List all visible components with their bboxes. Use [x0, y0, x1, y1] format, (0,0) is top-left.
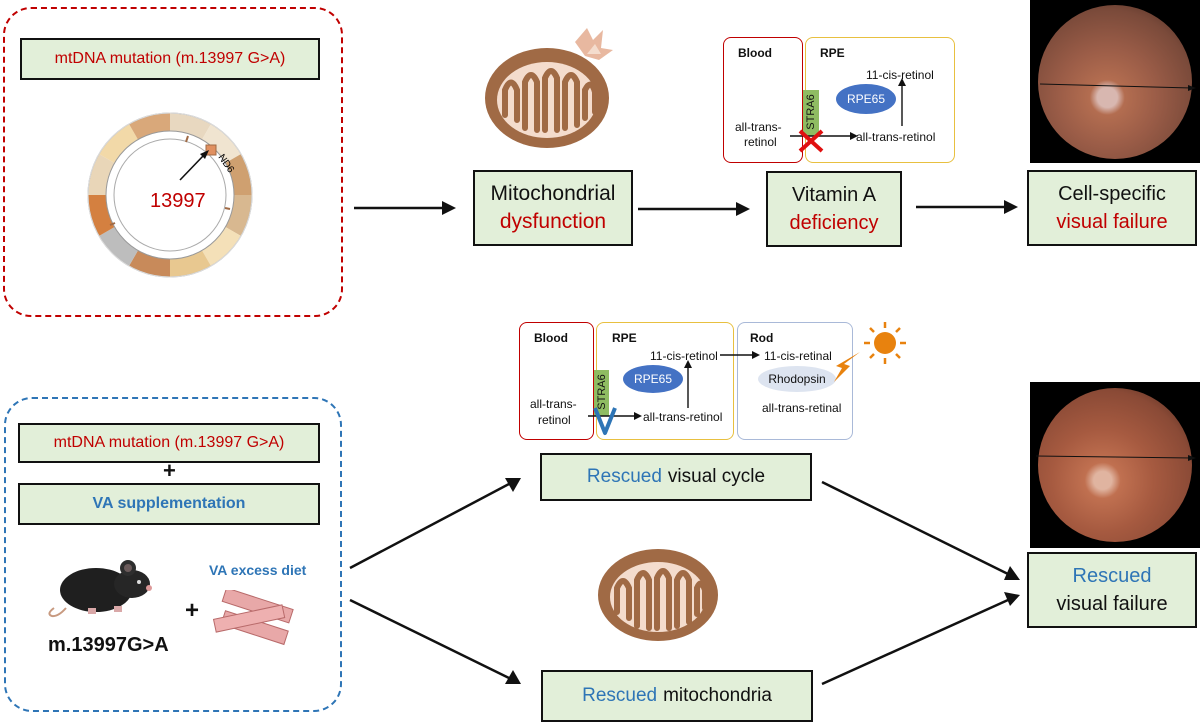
- fundus-photo: [1030, 0, 1200, 163]
- top-mutation-label: mtDNA mutation (m.13997 G>A): [54, 50, 286, 67]
- arrow-rescue-to-failure: [821, 480, 1020, 686]
- va-diet-label: VA excess diet: [209, 562, 307, 578]
- rescued-mito-rest: mitochondria: [663, 685, 772, 706]
- cell-failure-line1: Cell-specific: [1058, 183, 1166, 205]
- mito-dysfunction-line1: Mitochondrial: [490, 182, 616, 205]
- mouse-strain-label: m.13997G>A: [48, 634, 169, 656]
- mutation-position-label: 13997: [150, 190, 206, 212]
- mtdna-circle-map: ND6 13997: [87, 112, 253, 278]
- rescued-visual-cycle-box: Rescued visual cycle: [540, 453, 812, 501]
- mito-dysfunction-box: Mitochondrial dysfunction: [473, 170, 633, 246]
- bottom-mutation-box: mtDNA mutation (m.13997 G>A): [18, 423, 320, 463]
- bottom-trans-retinol-blood-2: retinol: [538, 413, 571, 427]
- mtdna-ring-segment: [225, 194, 252, 236]
- sun-icon: [864, 322, 906, 364]
- bottom-rhodopsin-pigment: Rhodopsin: [758, 366, 836, 392]
- bottom-mutation-label: mtDNA mutation (m.13997 G>A): [53, 434, 285, 451]
- bottom-stra6-receptor: [594, 370, 609, 416]
- mtdna-ring-segment: [201, 226, 242, 267]
- mouse-icon: [48, 560, 152, 618]
- top-blood-compartment: [723, 37, 803, 163]
- rescued-mito-word: Rescued: [582, 685, 658, 706]
- mtdna-ring-segment: [129, 250, 171, 277]
- top-trans-retinol-blood-1: all-trans-: [735, 120, 782, 134]
- bottom-trans-retinal: all-trans-retinal: [762, 401, 842, 415]
- bottom-rhodopsin-label: Rhodopsin: [768, 372, 826, 386]
- top-rpe-label: RPE: [820, 46, 845, 60]
- bottom-rpe-label: RPE: [612, 331, 637, 345]
- mtdna-ring-segment: [98, 226, 139, 267]
- rescued-visual-failure-box: Rescued visual failure: [1027, 552, 1197, 628]
- arrow-mutation-to-dysfunction: [354, 201, 456, 215]
- mtdna-ring-segment: [201, 123, 242, 164]
- va-supplementation-label: VA supplementation: [92, 495, 246, 512]
- arrow-dysfunction-to-deficiency: [638, 202, 750, 216]
- top-mutation-box: mtDNA mutation (m.13997 G>A): [20, 38, 320, 80]
- cross-mark-icon: [798, 129, 824, 153]
- mtdna-ring-segment: [169, 113, 211, 140]
- bottom-blood-label: Blood: [534, 331, 568, 345]
- check-mark-icon: [593, 407, 617, 435]
- top-mutation-panel: [3, 7, 343, 317]
- top-trans-retinol-rpe: all-trans-retinol: [856, 130, 936, 144]
- cell-specific-failure-box: Cell-specific visual failure: [1027, 170, 1197, 246]
- va-supplementation-box: VA supplementation: [18, 483, 320, 525]
- bottom-cycle-arrows: [588, 351, 760, 420]
- top-rpe65-label: RPE65: [846, 92, 886, 106]
- bottom-trans-retinol-blood-1: all-trans-: [530, 397, 577, 411]
- mitochondrion-icon-bottom: [598, 549, 718, 641]
- mtdna-ring-segment: [225, 154, 252, 196]
- vitamin-a-deficiency-box: Vitamin A deficiency: [766, 171, 902, 247]
- diet-bars-icon: [212, 590, 294, 646]
- bottom-trans-retinol-rpe: all-trans-retinol: [643, 410, 723, 424]
- bottom-cis-retinol-label: 11-cis-retinol: [650, 349, 718, 363]
- bottom-rpe65-enzyme: RPE65: [623, 365, 683, 393]
- arrow-deficiency-to-failure: [916, 200, 1018, 214]
- bottom-treatment-panel: [4, 397, 342, 712]
- lightning-icon: [834, 352, 860, 382]
- fundus-photo-bottom: [1030, 382, 1200, 548]
- top-stra6-receptor: [803, 90, 819, 136]
- rescued-cycle-rest: visual cycle: [667, 466, 766, 487]
- rescued-failure-line1: Rescued: [1072, 565, 1152, 587]
- vitamin-a-line2: deficiency: [789, 212, 879, 234]
- mtdna-ring-segment: [98, 123, 139, 164]
- mtdna-ring-segment: [88, 154, 115, 196]
- mtdna-ring-segment: [169, 250, 211, 277]
- mitochondrion-icon: [485, 28, 613, 148]
- rescued-mitochondria-box: Rescued mitochondria: [541, 670, 813, 722]
- arrow-treatment-to-rescue: [349, 478, 521, 684]
- rescued-failure-line2: visual failure: [1056, 593, 1168, 615]
- cell-failure-line2: visual failure: [1056, 211, 1168, 233]
- top-cycle-arrows: [790, 78, 906, 140]
- bottom-rpe65-label: RPE65: [633, 372, 673, 386]
- mtdna-ring-segment: [129, 113, 171, 140]
- bottom-rod-compartment: [737, 322, 853, 440]
- top-trans-retinol-blood-2: retinol: [744, 135, 777, 149]
- vitamin-a-line1: Vitamin A: [791, 184, 877, 206]
- bottom-blood-compartment: [519, 322, 594, 440]
- top-blood-label: Blood: [738, 46, 772, 60]
- rescued-cycle-word: Rescued: [586, 466, 662, 487]
- bottom-rod-label: Rod: [750, 331, 774, 345]
- plus-sign-2: +: [185, 597, 200, 624]
- plus-sign-1: +: [163, 458, 176, 483]
- top-rpe65-enzyme: RPE65: [836, 84, 896, 114]
- top-cis-retinol-label: 11-cis-retinol: [866, 68, 934, 82]
- mtdna-ring-segment: [88, 194, 115, 236]
- bottom-cis-retinal-label: 11-cis-retinal: [764, 349, 832, 363]
- nd6-gene-marker: [205, 144, 217, 156]
- mito-dysfunction-line2: dysfunction: [499, 210, 607, 233]
